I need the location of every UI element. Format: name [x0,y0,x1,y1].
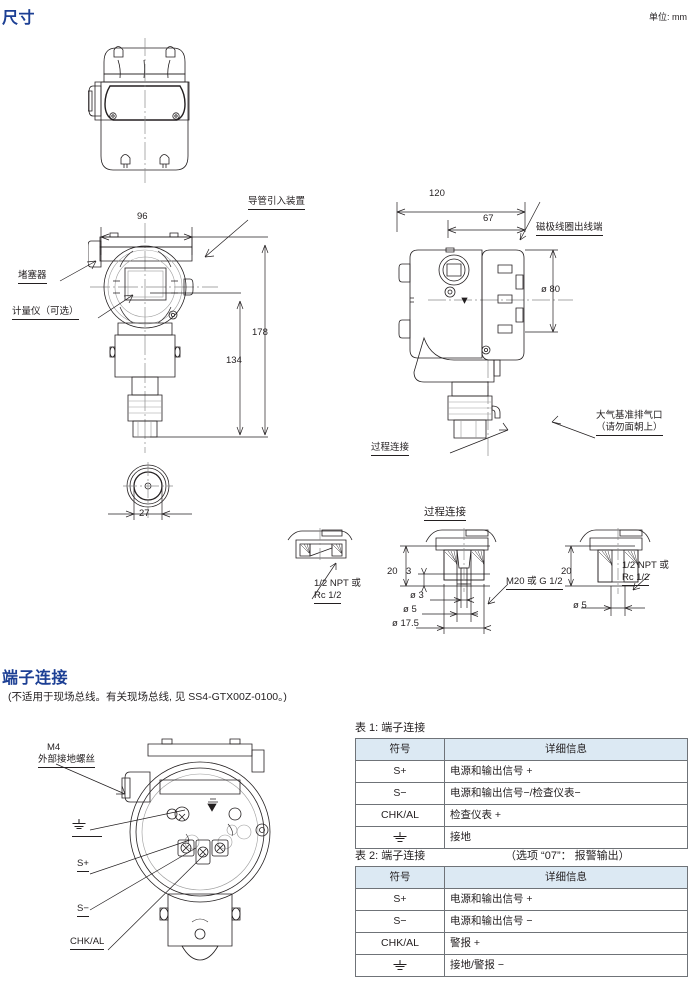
dim-right-20: 20 [561,566,572,577]
table-row: S− 电源和输出信号 − [355,910,688,933]
dim-67: 67 [483,213,494,224]
table2-header-row: 符号 详细信息 [355,866,688,889]
table1-row2-detail: 检查仪表 + [444,804,688,827]
bottom-view-drawing [123,462,173,518]
detail-left-leader [311,562,337,600]
dim-96: 96 [137,211,148,222]
label-s-minus: S− [77,903,89,917]
earth-icon [393,831,407,843]
unit-note: 单位: mm [649,12,687,22]
table2-header-symbol: 符号 [355,866,445,889]
label-atmosphere-vent: 大气基准排气口 [596,410,663,421]
label-chk-al: CHK/AL [70,936,105,950]
table-row: S+ 电源和输出信号 + [355,888,688,911]
table2-row3-detail: 接地/警报 − [444,954,688,977]
table2-row1-detail: 电源和输出信号 − [444,910,688,933]
dim-center-20: 20 [387,566,398,577]
ground-symbol-label [72,816,102,837]
bottom-view-dimension-lines [108,488,192,520]
table-row: S+ 电源和输出信号 + [355,760,688,783]
detail-right-thread-line1: 1/2 NPT 或 [622,560,669,571]
detail-center-thread: M20 或 G 1/2 [506,576,563,590]
table1-header-row: 符号 详细信息 [355,738,688,761]
table1-header-symbol: 符号 [355,738,445,761]
dim-134: 134 [226,355,242,366]
dim-27: 27 [139,508,150,519]
table1-row2-symbol: CHK/AL [355,804,445,827]
table-row: CHK/AL 检查仪表 + [355,804,688,827]
label-external-ground-screw: 外部接地螺丝 [38,754,96,768]
terminal-fieldbus-note: (不适用于现场总线。有关现场总线, 见 SS4-GTX00Z-0100。) [8,691,287,703]
table2-row0-detail: 电源和输出信号 + [444,888,688,911]
dim-center-3: 3 [406,566,412,577]
table2-row0-symbol: S+ [355,888,445,911]
detail-right-dimension-lines [565,545,651,616]
table1-row3-detail: 接地 [444,826,688,849]
table1-row1-symbol: S− [355,782,445,805]
earth-icon [393,959,407,971]
detail-center-title: 过程连接 [424,506,466,522]
table2-caption-option: （选项 “07”： 报警输出） [505,850,630,862]
terminal-block-drawing [121,738,271,961]
top-view-drawing [88,38,190,183]
dim-center-dia-5: ø 5 [403,604,417,615]
dim-120: 120 [429,188,445,199]
front-view-annotation-lines [59,219,269,438]
dim-center-dia-17-5: ø 17.5 [392,618,419,629]
earth-icon [72,819,86,830]
dim-center-dia-3: ø 3 [410,590,424,601]
table1-row0-detail: 电源和输出信号 + [444,760,688,783]
side-view-annotation-lines [396,201,596,454]
table1-row0-symbol: S+ [355,760,445,783]
table2-caption: 表 2: 端子连接 [355,850,426,862]
label-m4: M4 [47,742,61,753]
side-view-drawing [398,247,573,458]
label-atmosphere-vent-sub: （请勿面朝上） [596,422,663,436]
dim-178: 178 [252,327,268,338]
table2-row2-symbol: CHK/AL [355,932,445,955]
table1-row1-detail: 电源和输出信号−/检查仪表− [444,782,688,805]
page-title-dimensions: 尺寸 [2,10,36,27]
detail-right-drawing [579,528,651,594]
table2-row1-symbol: S− [355,910,445,933]
label-conduit-entry: 导管引入装置 [248,196,306,210]
label-meter-optional: 计量仪（可选） [12,306,79,320]
table-row: 接地/警报 − [355,954,688,977]
terminal-annotation-lines [55,763,206,951]
label-s-plus: S+ [77,858,89,872]
label-plug: 堵塞器 [18,270,47,284]
label-process-connection: 过程连接 [371,442,410,456]
detail-left-thread-line2: Rc 1/2 [314,590,342,604]
table2-header-detail: 详细信息 [444,866,688,889]
table2-row3-symbol [355,954,445,977]
detail-left-thread-line1: 1/2 NPT 或 [314,578,361,589]
page-title-terminal-connection: 端子连接 [2,670,69,687]
table1-caption: 表 1: 端子连接 [355,722,426,734]
table-row: 接地 [355,826,688,849]
detail-right-thread-line2: Rc 1/2 [622,572,650,586]
table1-header-detail: 详细信息 [444,738,688,761]
label-coil-terminal: 磁极线圈出线端 [536,222,603,236]
table2: 符号 详细信息 S+ 电源和输出信号 + S− 电源和输出信号 − CHK/AL… [355,866,688,977]
dim-right-dia-5: ø 5 [573,600,587,611]
table1: 符号 详细信息 S+ 电源和输出信号 + S− 电源和输出信号−/检查仪表− C… [355,738,688,849]
detail-left-drawing [287,528,353,562]
table-row: CHK/AL 警报 + [355,932,688,955]
dim-dia-80: ø 80 [541,284,561,295]
table2-row2-detail: 警报 + [444,932,688,955]
detail-center-dimension-lines [400,545,509,634]
table-row: S− 电源和输出信号−/检查仪表− [355,782,688,805]
table1-row3-symbol [355,826,445,849]
